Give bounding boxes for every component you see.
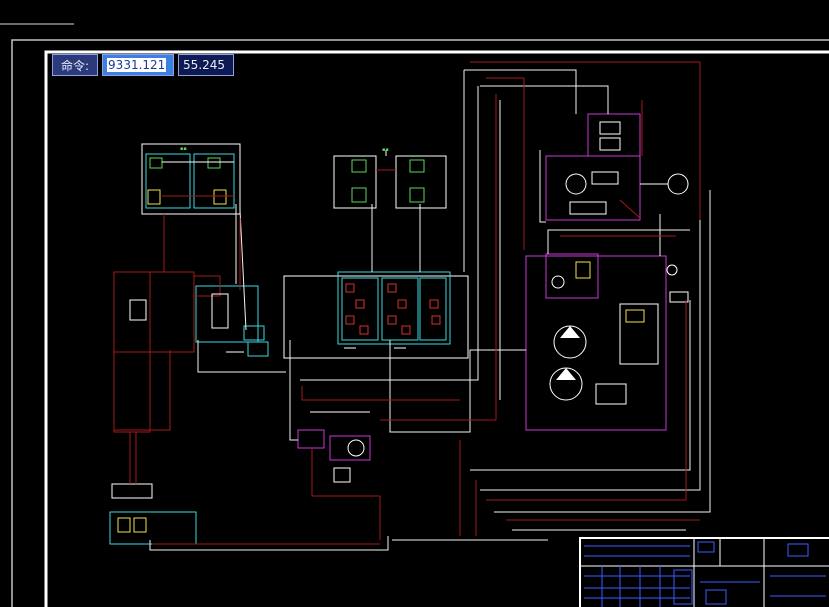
outer-frame [11,39,829,607]
filter-pump-cluster [297,411,371,483]
coordinate-x-input[interactable]: 9331.121 [102,54,175,76]
coordinate-x-value: 9331.121 [107,58,167,72]
coordinate-y-input[interactable]: 55.245 [178,54,235,76]
hydraulic-schematic: ▪▪ ▪▪ [109,61,711,551]
title-block [579,537,829,607]
left-column-assembly [109,271,197,545]
middle-cylinder-group: ▪▪ [333,147,447,209]
drawing-border [44,50,829,607]
red-pipelines [114,61,701,545]
svg-text:▪▪: ▪▪ [180,146,187,152]
top-right-pump-unit [545,113,689,221]
left-control-valve [193,275,269,357]
command-label: 命令: [52,54,99,76]
main-pump-group [525,253,689,431]
white-pipelines [149,69,711,551]
svg-text:▪▪: ▪▪ [382,147,389,153]
left-cylinder-group: ▪▪ [141,143,241,215]
directional-valve-bank [283,271,469,359]
command-line[interactable]: 命令: 9331.121 55.245 [52,54,235,76]
